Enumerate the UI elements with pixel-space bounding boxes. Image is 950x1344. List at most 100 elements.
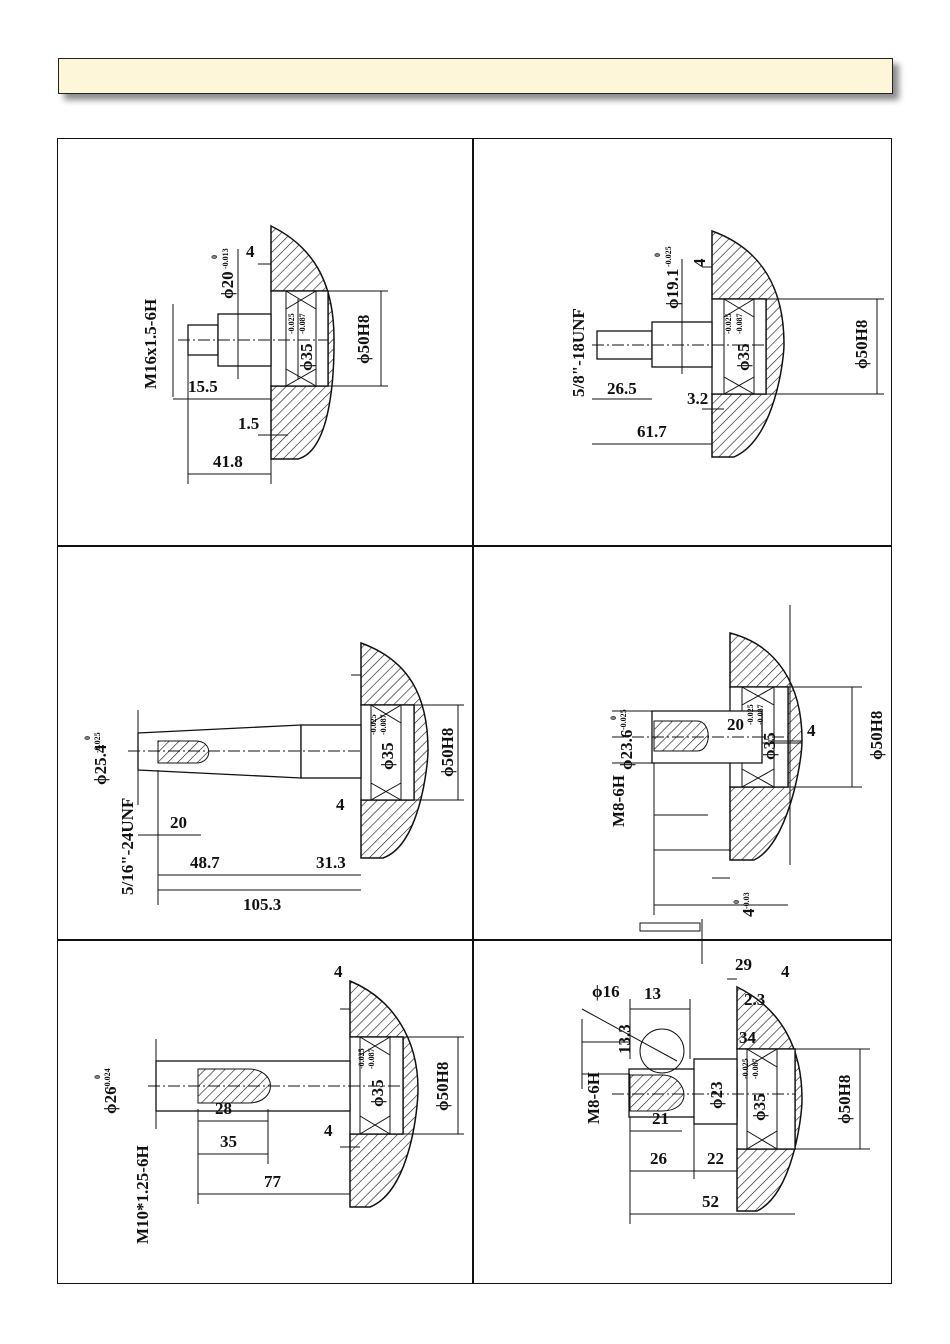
- label-dim-top: 4: [336, 795, 345, 814]
- label-dim-total: 61.7: [637, 422, 667, 441]
- label-housing: ϕ50H8: [835, 1075, 854, 1124]
- label-dim-total: 52: [702, 1192, 719, 1211]
- label-shaft-tol-lower: -0.025: [93, 732, 102, 753]
- drawing-cell-3: 5/16"-24UNF ϕ25.4 0 -0.025 ϕ35 -0.025 -0…: [58, 545, 472, 939]
- drawing-cell-5: M10*1.25-6H ϕ26 0 -0.024 ϕ35 -0.025 -0.0…: [58, 939, 472, 1285]
- label-shaft-tol-upper: 0: [93, 1075, 102, 1079]
- label-cutter-dia: ϕ16: [592, 982, 620, 1001]
- label-bore-tol-lower: -0.087: [735, 313, 744, 334]
- shaft-drawing-6: M8-6H 4 0 -0.03 ϕ16 13 13.3 ϕ23 ϕ35 -0.0…: [581, 892, 870, 1224]
- woodruff-cutter: [639, 1028, 685, 1074]
- label-key-width: 4: [739, 908, 758, 917]
- label-dim-top: 4: [807, 721, 816, 740]
- label-bore: ϕ35: [734, 343, 753, 371]
- bore-opening: [270, 290, 329, 387]
- label-bore: ϕ35: [368, 1079, 387, 1107]
- label-dim-top: 4: [334, 962, 343, 981]
- label-shaft-dia: ϕ25.4: [91, 744, 110, 785]
- label-housing: ϕ50H8: [354, 315, 373, 364]
- label-dim-a: 20: [727, 715, 744, 734]
- label-shaft-tol-lower: -0.025: [664, 246, 673, 267]
- label-dim-13-3: 13.3: [615, 1024, 634, 1054]
- label-thread: M10*1.25-6H: [133, 1145, 152, 1244]
- title-bar: [58, 58, 893, 94]
- housing-section: [711, 229, 785, 458]
- label-dim-b: 26: [650, 1149, 667, 1168]
- label-dim-b: 48.7: [190, 853, 220, 872]
- shaft-drawing-4: M8-6H ϕ23.6 0 -0.025 ϕ35 -0.025 -0.087 ϕ…: [609, 605, 886, 1047]
- label-dim-b: 29: [735, 955, 752, 974]
- label-dim-a: 20: [170, 813, 187, 832]
- drawing-cell-4: M8-6H ϕ23.6 0 -0.025 ϕ35 -0.025 -0.087 ϕ…: [472, 545, 893, 1047]
- label-dim-total: 41.8: [213, 452, 243, 471]
- label-key-tol-lower: -0.03: [742, 892, 751, 909]
- label-shaft-tol-upper: 0: [609, 716, 618, 720]
- label-bore-tol-upper: -0.025: [724, 313, 733, 334]
- label-housing: ϕ50H8: [438, 728, 457, 777]
- label-shaft-dia: ϕ19.1: [663, 269, 682, 309]
- label-housing: ϕ50H8: [433, 1062, 452, 1111]
- label-bore: ϕ35: [760, 732, 779, 760]
- label-dim-total: 77: [264, 1172, 282, 1191]
- label-shaft-dia: ϕ23: [707, 1081, 726, 1109]
- label-bore-tol-upper: -0.025: [746, 704, 755, 725]
- label-bore-tol-upper: -0.025: [357, 1048, 366, 1069]
- threaded-bore: [629, 1074, 685, 1112]
- label-dim-a: 26.5: [607, 379, 637, 398]
- label-thread: M8-6H: [609, 775, 628, 827]
- label-thread: M8-6H: [584, 1072, 603, 1124]
- housing-section: [349, 979, 419, 1208]
- drawing-grid: M16x1.5-6H ϕ20 0 -0.013 ϕ35 -0.025 -0.08…: [57, 138, 892, 1284]
- label-bore-tol-lower: -0.087: [751, 1058, 760, 1079]
- label-bore-tol-lower: -0.087: [298, 313, 307, 334]
- housing-section: [270, 224, 335, 460]
- shaft-drawing-2: 5/8"-18UNF ϕ19.1 0 -0.025 ϕ35 -0.025 -0.…: [569, 229, 884, 458]
- label-shaft-tol-upper: 0: [83, 736, 92, 740]
- label-dim-top: 4: [781, 962, 790, 981]
- label-dim-a: 21: [652, 1109, 669, 1128]
- label-housing: ϕ50H8: [867, 711, 886, 760]
- label-dim-b: 3.2: [687, 389, 708, 408]
- label-bore: ϕ35: [378, 742, 397, 770]
- label-dim-top: 4: [246, 242, 255, 261]
- label-dim-13: 13: [644, 984, 661, 1003]
- label-bore-tol-lower: -0.087: [367, 1048, 376, 1069]
- drawing-cell-2: 5/8"-18UNF ϕ19.1 0 -0.025 ϕ35 -0.025 -0.…: [472, 139, 893, 545]
- label-dim-top: 4: [690, 258, 709, 267]
- label-bore-tol-lower: -0.087: [756, 704, 765, 725]
- shaft-drawing-5: M10*1.25-6H ϕ26 0 -0.024 ϕ35 -0.025 -0.0…: [93, 962, 464, 1244]
- label-shaft-dia: ϕ23.6: [617, 730, 636, 770]
- housing-section: [736, 985, 803, 1212]
- threaded-bore: [653, 720, 709, 752]
- label-thread: 5/16"-24UNF: [118, 798, 137, 895]
- label-shaft-tol-lower: -0.025: [619, 709, 628, 730]
- label-key-tol-upper: 0: [732, 900, 741, 904]
- shaft-shoulder: [693, 1058, 738, 1125]
- label-thread: 5/8"-18UNF: [569, 308, 588, 397]
- housing-section: [360, 641, 429, 859]
- drawing-cell-6: M8-6H 4 0 -0.03 ϕ16 13 13.3 ϕ23 ϕ35 -0.0…: [472, 892, 893, 1285]
- label-shaft-tol-lower: -0.013: [221, 248, 230, 269]
- label-bore-tol-upper: -0.025: [287, 313, 296, 334]
- grid-divider-row-1: [58, 545, 891, 547]
- bore-opening: [360, 704, 415, 801]
- label-dim-c: 31.3: [316, 853, 346, 872]
- label-shaft-tol-lower: -0.024: [103, 1068, 112, 1089]
- label-dim-a: 15.5: [188, 377, 218, 396]
- label-dim-b: 1.5: [238, 414, 259, 433]
- label-bore-tol-upper: -0.025: [741, 1058, 750, 1079]
- label-dim-total: 105.3: [243, 895, 281, 914]
- label-bore: ϕ35: [750, 1093, 769, 1121]
- label-bore-tol-lower: -0.087: [379, 714, 388, 735]
- housing-section: [729, 632, 803, 861]
- label-bore-tol-upper: -0.025: [369, 714, 378, 735]
- label-dim-c: 22: [707, 1149, 724, 1168]
- key: [639, 922, 701, 932]
- drawing-cell-1: M16x1.5-6H ϕ20 0 -0.013 ϕ35 -0.025 -0.08…: [58, 139, 472, 545]
- grid-divider-row-2: [58, 939, 891, 941]
- threaded-bore: [157, 740, 210, 764]
- label-thread: M16x1.5-6H: [141, 299, 160, 389]
- label-dim-a: 28: [215, 1099, 232, 1118]
- label-shaft-tol-upper: 0: [210, 255, 219, 259]
- label-dim-bottom: 4: [324, 1121, 333, 1140]
